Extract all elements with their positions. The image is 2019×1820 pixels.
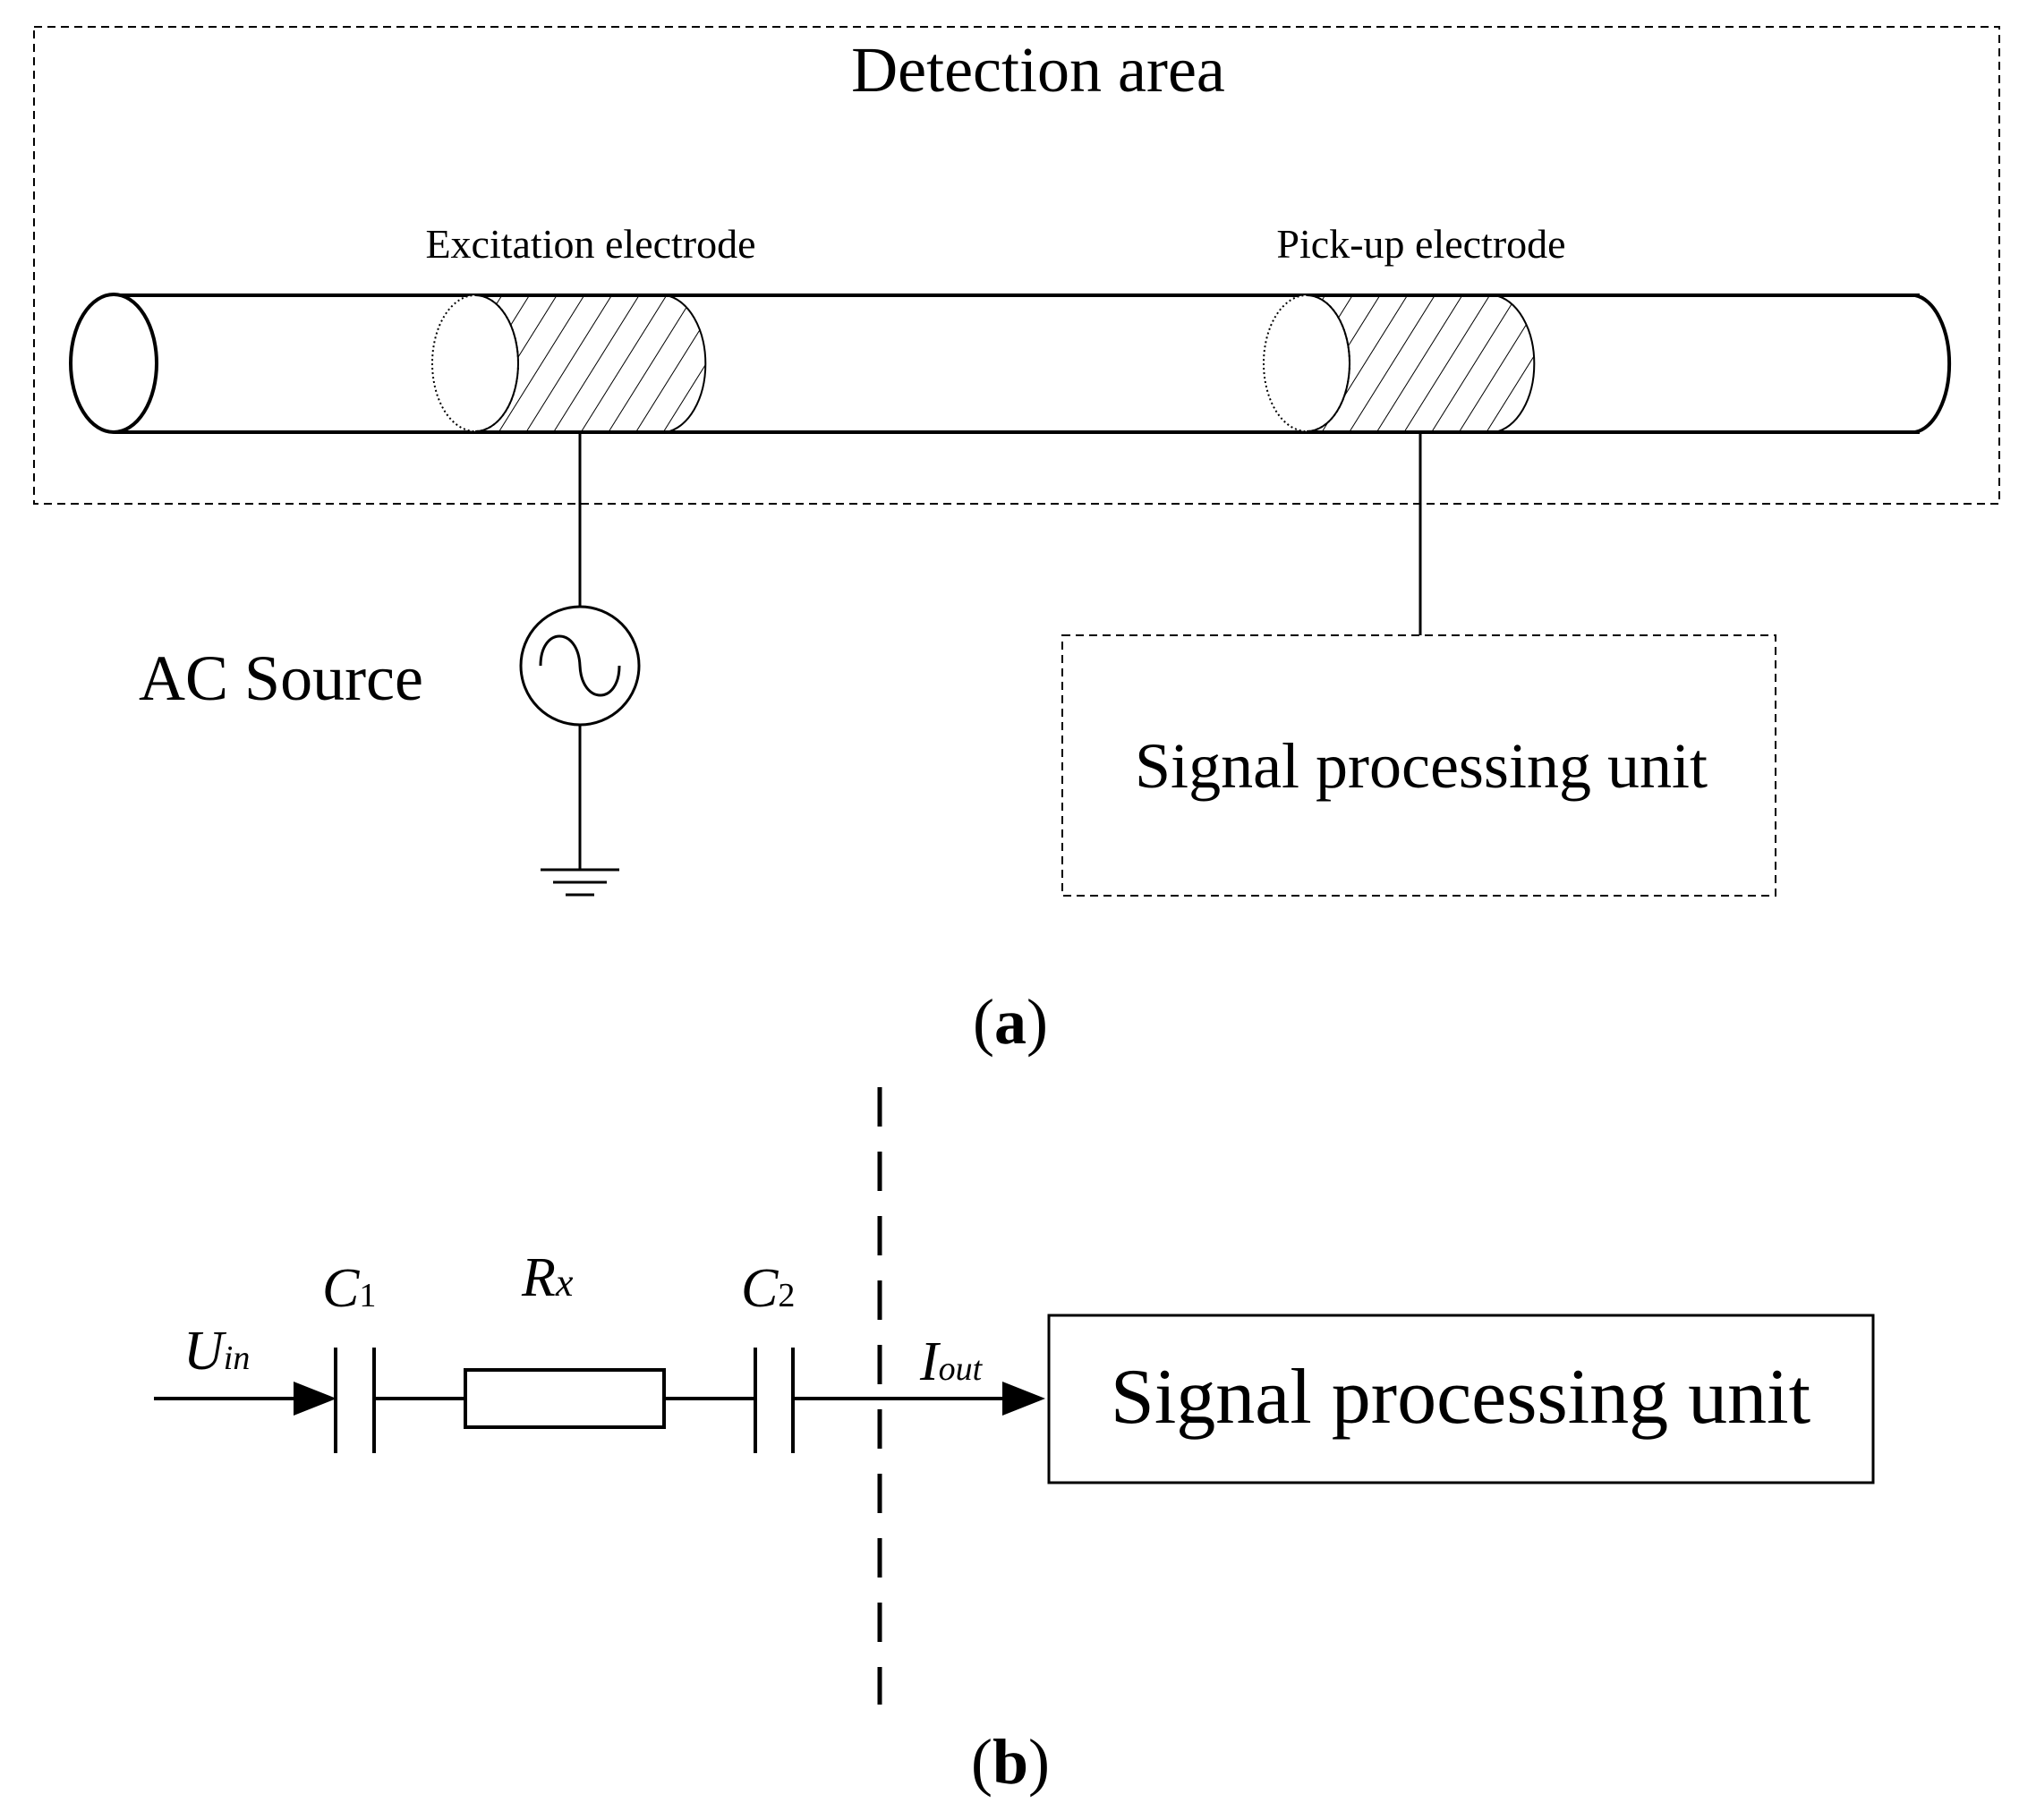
sine-wave-icon	[539, 634, 621, 697]
pickup-electrode-label: Pick-up electrode	[1276, 221, 1565, 267]
panel-a: Detection area Excitation electrode Pick…	[33, 26, 2000, 1058]
signal-processing-unit-box-a	[1061, 634, 1776, 897]
input-arrowhead-icon	[294, 1382, 336, 1416]
ground-icon	[541, 868, 619, 897]
capacitor-c2	[754, 1348, 795, 1453]
rx-label: Rx	[521, 1247, 574, 1308]
output-arrowhead-icon	[1002, 1382, 1045, 1416]
ac-source-label: AC Source	[139, 642, 423, 714]
detection-area-label: Detection area	[851, 34, 1225, 106]
capacitor-c1	[334, 1348, 376, 1453]
c2-label: C2	[741, 1258, 795, 1319]
signal-processing-unit-box-b	[1047, 1314, 1875, 1484]
signal-processing-unit-label-b: Signal processing unit	[1111, 1354, 1810, 1441]
pipe-left-end	[69, 293, 158, 434]
pipe-right-end	[1914, 293, 1952, 434]
caption-a: (a)	[973, 986, 1048, 1058]
excitation-electrode-label: Excitation electrode	[425, 221, 755, 267]
signal-processing-unit-label-a: Signal processing unit	[1135, 730, 1708, 802]
iout-label: Iout	[919, 1331, 984, 1392]
uin-label: Uin	[183, 1321, 250, 1382]
excitation-electrode	[431, 294, 707, 433]
caption-b: (b)	[971, 1726, 1050, 1798]
pipe	[69, 293, 1952, 434]
detection-area-box	[33, 26, 2000, 505]
resistor-rx	[464, 1368, 666, 1429]
pickup-electrode	[1263, 294, 1536, 433]
panel-b: Uin C1 Rx C2 Iout Signal processing unit…	[154, 1087, 1875, 1798]
c1-label: C1	[322, 1258, 376, 1319]
ac-source-circuit	[519, 433, 641, 897]
